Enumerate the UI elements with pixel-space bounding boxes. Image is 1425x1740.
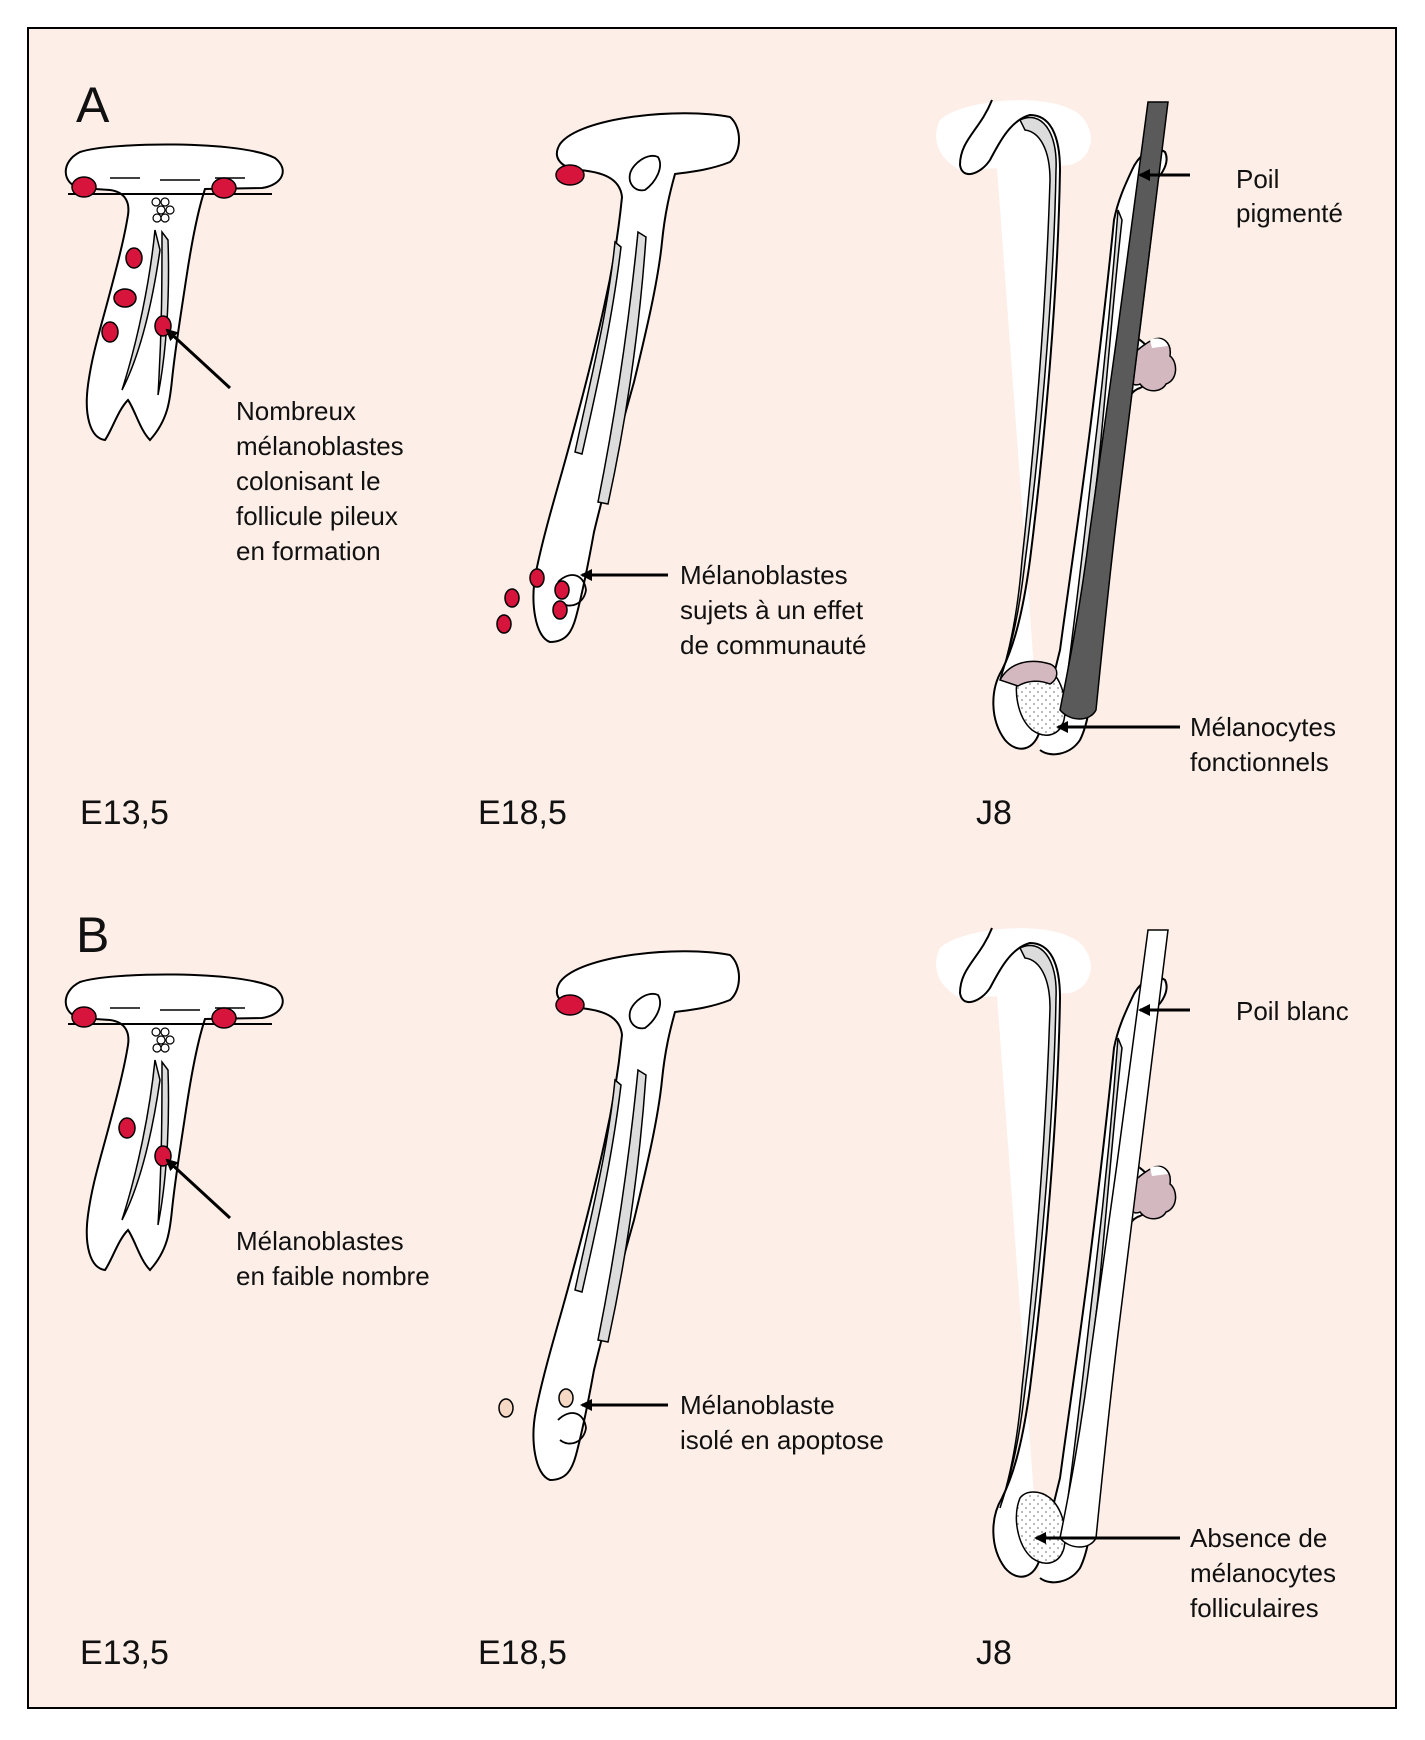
annotation-line: Mélanoblaste	[680, 1390, 835, 1420]
pigmented-hair-shaft	[1059, 101, 1169, 720]
annotation-line: Poil blanc	[1236, 996, 1349, 1026]
melanoblast	[555, 994, 585, 1016]
annotation-line: en formation	[236, 536, 381, 566]
melanoblast	[125, 247, 143, 269]
annotation-line: Absence de	[1190, 1523, 1327, 1553]
annotation-hair: Poil blanc	[1236, 996, 1349, 1026]
annotation-e185: Mélanoblastes sujets à un effet de commu…	[680, 560, 866, 660]
melanoblast	[529, 568, 545, 588]
panel-letter: B	[76, 907, 109, 963]
annotation-e135: Mélanoblastes en faible nombre	[236, 1226, 430, 1291]
panel-b: B Mélanoblastes en faible nombre Mélanob…	[64, 907, 1349, 1672]
annotation-line: de communauté	[680, 630, 866, 660]
figure-frame	[27, 27, 1397, 1709]
annotation-bulb: Absence de mélanocytes folliculaires	[1190, 1523, 1336, 1623]
annotation-line: Poil	[1236, 164, 1279, 194]
stage-label: E18,5	[478, 794, 567, 832]
annotation-line: follicule pileux	[236, 501, 398, 531]
melanoblast	[71, 176, 97, 198]
annotation-line: Mélanoblastes	[680, 560, 848, 590]
annotation-line: folliculaires	[1190, 1593, 1319, 1623]
apoptotic-melanoblast	[498, 1398, 514, 1418]
melanoblast	[71, 1006, 97, 1028]
arrow	[165, 1158, 232, 1220]
stage-label: E13,5	[80, 1634, 169, 1672]
melanoblast	[101, 321, 119, 343]
follicle-e185	[498, 950, 740, 1481]
stage-label: J8	[976, 794, 1012, 832]
white-hair-shaft	[1059, 929, 1169, 1548]
follicle-e185	[496, 112, 740, 643]
annotation-line: en faible nombre	[236, 1261, 430, 1291]
melanoblast	[211, 177, 237, 199]
annotation-line: colonisant le	[236, 466, 381, 496]
follicle-e135	[64, 973, 284, 1271]
melanoblast	[113, 288, 137, 308]
follicle-e135	[64, 143, 284, 441]
annotation-e135: Nombreux mélanoblastes colonisant le fol…	[236, 396, 404, 566]
panel-a: A Nombreux mélanoblastes colonisant le f…	[64, 77, 1343, 832]
melanoblast	[118, 1117, 136, 1139]
annotation-line: pigmenté	[1236, 198, 1343, 228]
panel-letter: A	[76, 77, 110, 133]
melanoblast	[504, 588, 520, 608]
annotation-line: Mélanoblastes	[236, 1226, 404, 1256]
melanoblast	[211, 1007, 237, 1029]
annotation-line: mélanoblastes	[236, 431, 404, 461]
stage-label: E18,5	[478, 1634, 567, 1672]
annotation-line: Mélanocytes	[1190, 712, 1336, 742]
annotation-e185: Mélanoblaste isolé en apoptose	[680, 1390, 884, 1455]
follicle-j8	[936, 99, 1177, 756]
functional-melanocytes	[998, 660, 1058, 687]
melanoblast	[552, 600, 568, 620]
melanoblast	[496, 614, 512, 634]
follicle-j8	[936, 927, 1177, 1584]
annotation-line: isolé en apoptose	[680, 1425, 884, 1455]
annotation-line: sujets à un effet	[680, 595, 864, 625]
annotation-hair: Poil pigmenté	[1236, 164, 1343, 228]
annotation-line: mélanocytes	[1190, 1558, 1336, 1588]
melanoblast	[554, 580, 570, 600]
annotation-line: Nombreux	[236, 396, 356, 426]
apoptotic-melanoblast	[558, 1388, 574, 1408]
annotation-line: fonctionnels	[1190, 747, 1329, 777]
arrow	[165, 328, 232, 390]
melanoblast	[555, 164, 585, 186]
stage-label: E13,5	[80, 794, 169, 832]
stage-label: J8	[976, 1634, 1012, 1672]
annotation-bulb: Mélanocytes fonctionnels	[1190, 712, 1336, 777]
